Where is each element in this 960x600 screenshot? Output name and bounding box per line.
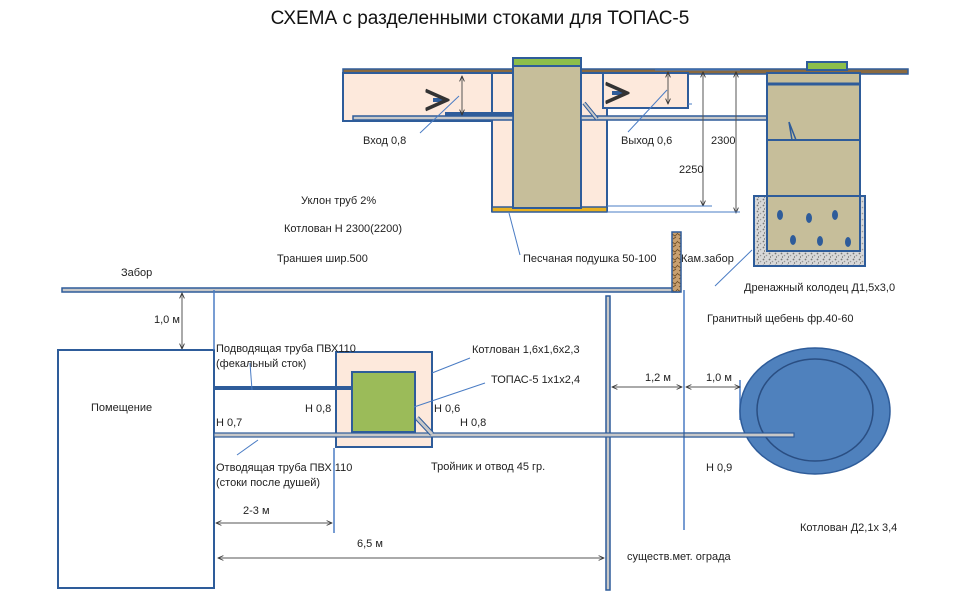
fence-gap-label: 1,0 м <box>154 314 180 326</box>
plan-view <box>57 231 891 591</box>
supply-pipe-label: Подводящая труба ПВХ110 <box>216 343 356 355</box>
drain-pipe-label: Отводящая труба ПВХ 110 <box>216 462 353 474</box>
depth-2300-label: 2300 <box>711 135 736 147</box>
h-07-label: Н 0,7 <box>216 417 243 429</box>
dist-1-0-label: 1,0 м <box>706 372 732 384</box>
section-view <box>342 57 909 287</box>
septic-lid <box>512 57 582 67</box>
h-06-label: Н 0,6 <box>434 403 461 415</box>
drain-pipe-sublabel: (стоки после душей) <box>216 477 321 489</box>
outlet-depth-label: Выход 0,6 <box>621 135 673 147</box>
outlet-pipe <box>580 115 787 121</box>
sand-cushion-label: Песчаная подушка 50-100 <box>523 253 657 265</box>
supply-pipe <box>214 386 352 390</box>
trench-width-label: Траншея шир.500 <box>277 253 368 265</box>
drain-well <box>766 72 861 252</box>
room-label: Помещение <box>91 402 153 414</box>
topas-pit-label: Котлован 1,6х1,6х2,3 <box>472 344 580 356</box>
inlet-pipe <box>352 115 514 121</box>
topas-unit <box>351 371 416 433</box>
drain-holes <box>777 210 851 247</box>
dist-6-5-label: 6,5 м <box>357 538 383 550</box>
topas-label: ТОПАС-5 1х1х2,4 <box>491 374 581 386</box>
diagram-title: СХЕМА с разделенными стоками для ТОПАС-5 <box>270 8 690 29</box>
fence-label: Забор <box>121 267 153 279</box>
h-09-label: Н 0,9 <box>706 462 733 474</box>
room <box>57 349 215 589</box>
drain-well-label: Дренажный колодец Д1,5х3,0 <box>744 282 896 294</box>
h-08-outlet-label: Н 0,8 <box>460 417 487 429</box>
tee-label: Тройник и отвод 45 гр. <box>431 461 546 473</box>
septic-tank <box>512 65 582 209</box>
drain-well-lid <box>806 61 848 71</box>
metal-fence <box>605 295 611 591</box>
supply-pipe-sublabel: (фекальный сток) <box>216 358 307 370</box>
pit-depth-label: Котлован Н 2300(2200) <box>284 223 402 235</box>
stone-fence-label: Кам.забор <box>681 253 734 265</box>
h-08-inlet-label: Н 0,8 <box>305 403 332 415</box>
inlet-depth-label: Вход 0,8 <box>363 135 407 147</box>
stone-fence <box>671 231 682 293</box>
fence-line <box>61 287 680 293</box>
granite-label: Гранитный щебень фр.40-60 <box>707 313 854 325</box>
pond-pit-label: Котлован Д2,1х 3,4 <box>800 522 898 534</box>
metal-fence-label: существ.мет. ограда <box>627 551 731 563</box>
depth-2250-label: 2250 <box>679 164 704 176</box>
pond-pit-inner <box>756 358 874 462</box>
dist-1-2-label: 1,2 м <box>645 372 671 384</box>
outlet-trench <box>602 72 689 109</box>
slope-label: Уклон труб 2% <box>301 195 377 207</box>
dist-2-3-label: 2-3 м <box>243 505 270 517</box>
